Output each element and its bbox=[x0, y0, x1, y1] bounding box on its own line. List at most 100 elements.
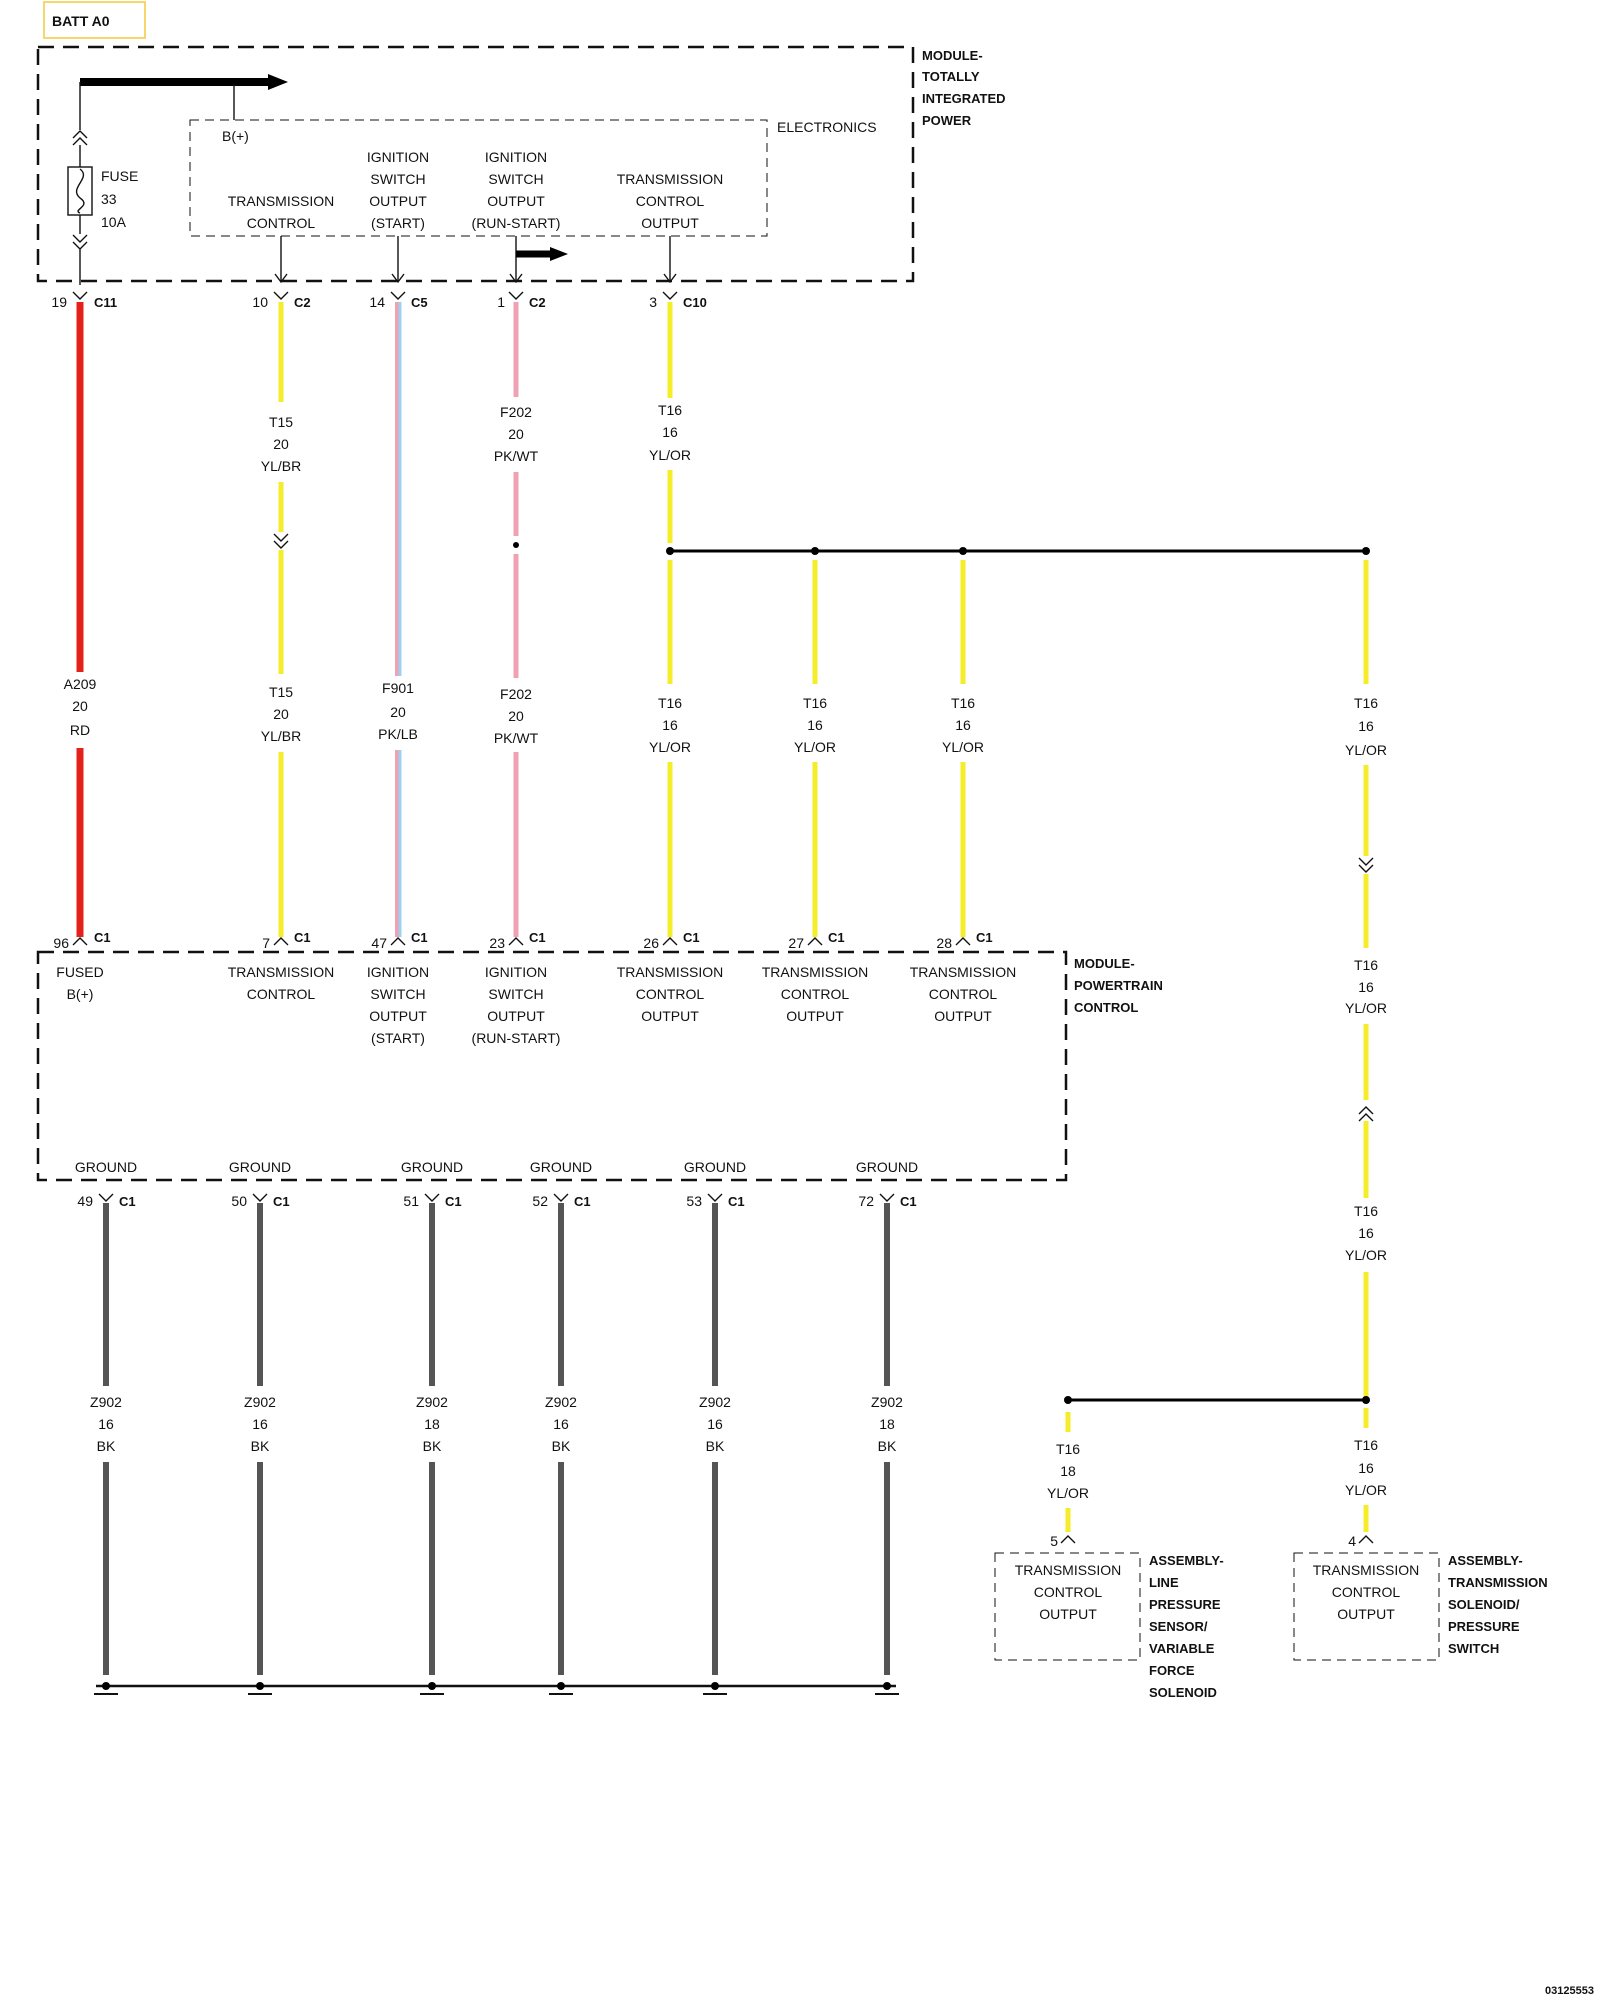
svg-text:16: 16 bbox=[98, 1416, 114, 1432]
svg-text:GROUND: GROUND bbox=[684, 1159, 746, 1175]
assembly-line-pressure-sensor: 5 TRANSMISSION CONTROL OUTPUT ASSEMBLY- … bbox=[994, 1533, 1224, 1700]
svg-text:GROUND: GROUND bbox=[856, 1159, 918, 1175]
svg-text:ASSEMBLY-: ASSEMBLY- bbox=[1448, 1553, 1523, 1568]
svg-text:BK: BK bbox=[552, 1438, 571, 1454]
svg-text:27: 27 bbox=[788, 935, 804, 951]
fuse-label: FUSE 33 10A bbox=[101, 168, 138, 230]
svg-text:F202: F202 bbox=[500, 404, 532, 420]
svg-text:SOLENOID: SOLENOID bbox=[1149, 1685, 1217, 1700]
svg-text:BK: BK bbox=[251, 1438, 270, 1454]
svg-text:C1: C1 bbox=[728, 1194, 745, 1209]
svg-text:C1: C1 bbox=[294, 930, 311, 945]
splice-bus bbox=[666, 547, 1370, 555]
svg-text:SWITCH: SWITCH bbox=[488, 171, 543, 187]
svg-text:OUTPUT: OUTPUT bbox=[1039, 1606, 1097, 1622]
svg-text:20: 20 bbox=[273, 436, 289, 452]
svg-text:IGNITION: IGNITION bbox=[485, 964, 547, 980]
svg-text:16: 16 bbox=[807, 717, 823, 733]
svg-text:20: 20 bbox=[508, 426, 524, 442]
svg-text:Z902: Z902 bbox=[90, 1394, 122, 1410]
svg-text:PK/LB: PK/LB bbox=[378, 726, 418, 742]
svg-text:T15: T15 bbox=[269, 684, 293, 700]
svg-text:20: 20 bbox=[508, 708, 524, 724]
tipm-title: MODULE- TOTALLY INTEGRATED POWER bbox=[922, 48, 1006, 128]
svg-text:PK/WT: PK/WT bbox=[494, 448, 539, 464]
ground-wire-53: Z902 16 BK bbox=[699, 1203, 731, 1675]
svg-text:GROUND: GROUND bbox=[530, 1159, 592, 1175]
svg-text:C1: C1 bbox=[273, 1194, 290, 1209]
svg-text:16: 16 bbox=[707, 1416, 723, 1432]
pcm-title: MODULE- POWERTRAIN CONTROL bbox=[1074, 956, 1163, 1015]
svg-text:5: 5 bbox=[1050, 1533, 1058, 1549]
svg-text:T16: T16 bbox=[951, 695, 975, 711]
fuse-element-icon bbox=[75, 168, 85, 214]
svg-text:C1: C1 bbox=[529, 930, 546, 945]
svg-text:OUTPUT: OUTPUT bbox=[487, 1008, 545, 1024]
inline-connector bbox=[1358, 1106, 1374, 1122]
svg-text:CONTROL: CONTROL bbox=[1074, 1000, 1138, 1015]
fuse-bottom-connector bbox=[72, 234, 88, 250]
svg-text:SOLENOID/: SOLENOID/ bbox=[1448, 1597, 1520, 1612]
svg-text:OUTPUT: OUTPUT bbox=[487, 193, 545, 209]
pcm-function-trans-output-26: TRANSMISSION CONTROL OUTPUT bbox=[617, 964, 724, 1024]
svg-text:CONTROL: CONTROL bbox=[636, 193, 705, 209]
svg-text:VARIABLE: VARIABLE bbox=[1149, 1641, 1215, 1656]
connector-id: C2 bbox=[529, 295, 546, 310]
svg-text:F901: F901 bbox=[382, 680, 414, 696]
pcm-function-ign-run-start: IGNITION SWITCH OUTPUT (RUN-START) bbox=[472, 964, 561, 1046]
svg-text:YL/OR: YL/OR bbox=[1345, 1000, 1387, 1016]
svg-text:INTEGRATED: INTEGRATED bbox=[922, 91, 1006, 106]
pcm-function-transmission-control: TRANSMISSION CONTROL bbox=[228, 964, 335, 1002]
svg-text:YL/OR: YL/OR bbox=[1047, 1485, 1089, 1501]
battery-label: BATT A0 bbox=[52, 13, 110, 29]
svg-text:YL/OR: YL/OR bbox=[649, 739, 691, 755]
svg-text:TRANSMISSION: TRANSMISSION bbox=[762, 964, 869, 980]
svg-text:YL/BR: YL/BR bbox=[261, 728, 301, 744]
svg-text:16: 16 bbox=[553, 1416, 569, 1432]
svg-text:OUTPUT: OUTPUT bbox=[934, 1008, 992, 1024]
svg-text:7: 7 bbox=[262, 935, 270, 951]
svg-text:OUTPUT: OUTPUT bbox=[641, 215, 699, 231]
svg-text:T16: T16 bbox=[658, 402, 682, 418]
connector-id: C11 bbox=[94, 295, 117, 310]
power-bus-arrow bbox=[268, 74, 288, 90]
svg-text:MODULE-: MODULE- bbox=[922, 48, 983, 63]
svg-text:OUTPUT: OUTPUT bbox=[786, 1008, 844, 1024]
svg-text:Z902: Z902 bbox=[699, 1394, 731, 1410]
svg-text:SWITCH: SWITCH bbox=[1448, 1641, 1499, 1656]
svg-text:53: 53 bbox=[686, 1193, 702, 1209]
svg-text:YL/OR: YL/OR bbox=[649, 447, 691, 463]
svg-text:T16: T16 bbox=[658, 695, 682, 711]
svg-text:18: 18 bbox=[424, 1416, 440, 1432]
pcm-function-trans-output-27: TRANSMISSION CONTROL OUTPUT bbox=[762, 964, 869, 1024]
tipm-output-stubs bbox=[274, 236, 677, 284]
svg-text:OUTPUT: OUTPUT bbox=[1337, 1606, 1395, 1622]
svg-text:POWERTRAIN: POWERTRAIN bbox=[1074, 978, 1163, 993]
svg-text:IGNITION: IGNITION bbox=[367, 149, 429, 165]
svg-text:TRANSMISSION: TRANSMISSION bbox=[228, 964, 335, 980]
tipm-function-trans-output: TRANSMISSION CONTROL OUTPUT bbox=[617, 171, 724, 231]
tipm-bplus-label: B(+) bbox=[222, 128, 249, 144]
svg-text:Z902: Z902 bbox=[244, 1394, 276, 1410]
svg-text:18: 18 bbox=[879, 1416, 895, 1432]
run-start-arrow bbox=[550, 247, 568, 261]
pcm-ground-pins: 49 C1 50 C1 51 C1 52 C1 53 C1 72 C1 bbox=[77, 1193, 916, 1209]
svg-text:BK: BK bbox=[878, 1438, 897, 1454]
svg-text:TRANSMISSION: TRANSMISSION bbox=[617, 171, 724, 187]
pcm-module-outline bbox=[36, 950, 1068, 1182]
svg-text:TRANSMISSION: TRANSMISSION bbox=[617, 964, 724, 980]
wire-t16-18-assembly-lps: T16 18 YL/OR bbox=[1047, 1412, 1089, 1532]
svg-text:YL/OR: YL/OR bbox=[1345, 1482, 1387, 1498]
svg-text:FUSE: FUSE bbox=[101, 168, 138, 184]
svg-text:F202: F202 bbox=[500, 686, 532, 702]
svg-text:IGNITION: IGNITION bbox=[485, 149, 547, 165]
svg-text:16: 16 bbox=[252, 1416, 268, 1432]
svg-text:50: 50 bbox=[231, 1193, 247, 1209]
svg-text:CONTROL: CONTROL bbox=[247, 215, 316, 231]
svg-text:33: 33 bbox=[101, 191, 117, 207]
svg-text:16: 16 bbox=[1358, 1225, 1374, 1241]
svg-text:28: 28 bbox=[936, 935, 952, 951]
svg-text:20: 20 bbox=[390, 704, 406, 720]
svg-text:GROUND: GROUND bbox=[229, 1159, 291, 1175]
